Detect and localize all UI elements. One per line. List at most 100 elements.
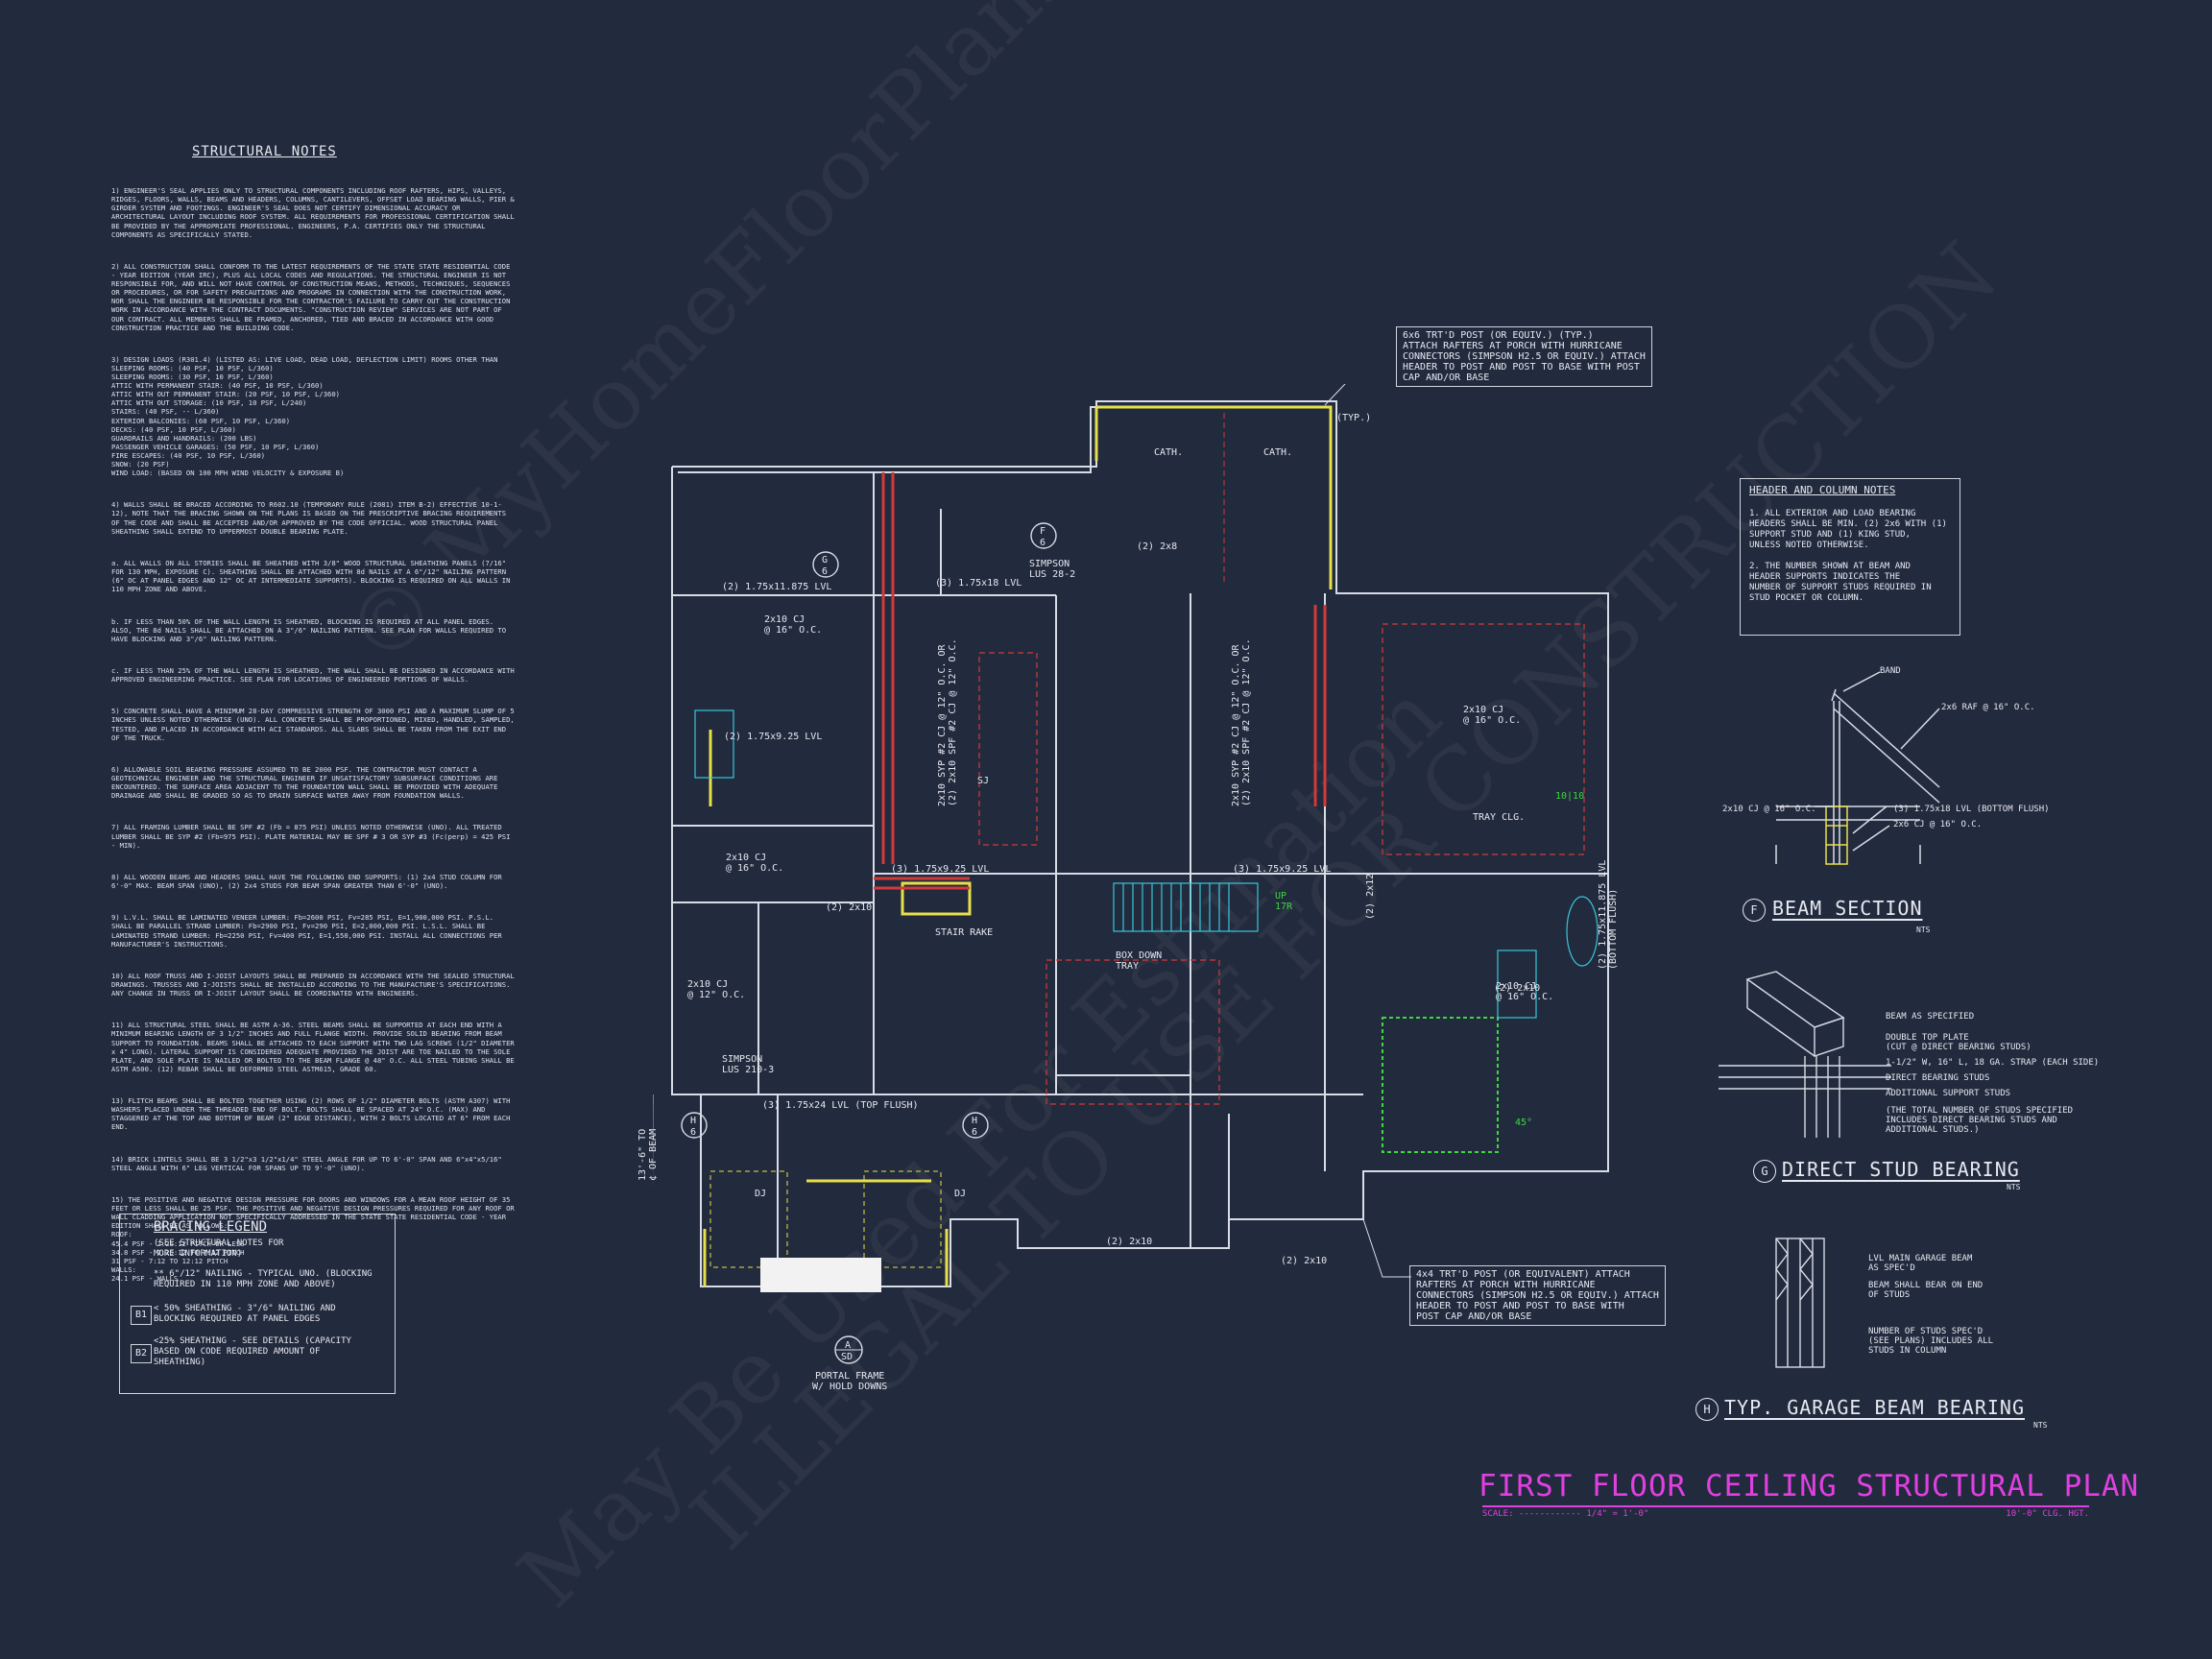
plan-label-lvl: (2) 1.75x9.25 LVL xyxy=(724,732,823,742)
garage-beam-bearing-title: TYP. GARAGE BEAM BEARING xyxy=(1724,1396,2025,1419)
structural-note: c. IF LESS THAN 25% OF THE WALL LENGTH I… xyxy=(111,665,519,685)
plan-label-cj-vertical: 2x10 SYP #2 CJ @ 12" O.C. OR (2) 2x10 SP… xyxy=(937,638,958,806)
plan-label-lvl: (2) 1.75x11.875 LVL xyxy=(722,582,832,592)
plan-label-2x10: (2) 2x10 xyxy=(1106,1237,1153,1247)
structural-note: b. IF LESS THAN 50% OF THE WALL LENGTH I… xyxy=(111,616,511,643)
garage-beam-label: LVL MAIN GARAGE BEAM AS SPEC'D xyxy=(1868,1254,1973,1273)
direct-stud-label: BEAM AS SPECIFIED xyxy=(1886,1012,1975,1022)
bracing-b1-text: < 50% SHEATHING - 3"/6" NAILING AND BLOC… xyxy=(154,1304,336,1324)
nts-label: NTS xyxy=(2033,1421,2048,1430)
garage-beam-label: BEAM SHALL BEAR ON END OF STUDS xyxy=(1868,1281,1984,1300)
plan-label-lvl: (3) 1.75x9.25 LVL xyxy=(1233,864,1332,875)
direct-stud-bearing-title: DIRECT STUD BEARING xyxy=(1782,1158,2020,1181)
structural-note: 7) ALL FRAMING LUMBER SHALL BE SPF #2 (F… xyxy=(111,823,515,850)
plan-label-cj: 2x10 CJ @ 16" O.C. xyxy=(764,614,823,636)
plan-label-cj: 2x10 CJ @ 12" O.C. xyxy=(687,979,746,1000)
structural-note: 3) DESIGN LOADS (R301.4) (LISTED AS: LIV… xyxy=(111,354,498,478)
plan-tag-g-sub: 6 xyxy=(822,566,829,577)
post-callout-bottom: 4x4 TRT'D POST (OR EQUIVALENT) ATTACH RA… xyxy=(1409,1265,1666,1326)
post-callout-top: 6x6 TRT'D POST (OR EQUIV.) (TYP.) ATTACH… xyxy=(1396,326,1652,387)
plan-label-lvl: (3) 1.75x18 LVL xyxy=(935,578,1022,589)
structural-note: 9) L.V.L. SHALL BE LAMINATED VENEER LUMB… xyxy=(111,913,507,949)
structural-note: 4) WALLS SHALL BE BRACED ACCORDING TO R6… xyxy=(111,500,511,536)
plan-label-10: 10|10 xyxy=(1555,791,1585,802)
detail-tag-h: H xyxy=(1695,1398,1719,1421)
plan-label-dj: DJ xyxy=(954,1189,967,1199)
structural-note: 14) BRICK LINTELS SHALL BE 3 1/2"x3 1/2"… xyxy=(111,1154,507,1172)
plan-label-2x10: (2) 2x10 xyxy=(1494,983,1541,994)
plan-label-lvl: (3) 1.75x9.25 LVL xyxy=(891,864,990,875)
plan-label-simpson: SIMPSON LUS 28-2 xyxy=(1029,559,1076,580)
plan-label-2x10: (2) 2x10 xyxy=(826,902,873,913)
plan-label-2x10: (2) 2x10 xyxy=(1281,1256,1328,1266)
plan-tag-f: F xyxy=(1040,526,1046,537)
detail-tag-f: F xyxy=(1743,899,1766,922)
structural-notes-body: 1) ENGINEER'S SEAL APPLIES ONLY TO STRUC… xyxy=(111,169,515,1306)
structural-note: 6) ALLOWABLE SOIL BEARING PRESSURE ASSUM… xyxy=(111,764,502,801)
structural-note: 1) ENGINEER'S SEAL APPLIES ONLY TO STRUC… xyxy=(111,186,519,239)
direct-stud-bearing-detail xyxy=(1719,971,1891,1138)
header-column-notes-body: 1. ALL EXTERIOR AND LOAD BEARING HEADERS… xyxy=(1749,509,1947,603)
plan-scale-row: SCALE: ------------ 1/4" = 1'-0" 10'-0" … xyxy=(1482,1505,2089,1519)
nts-label: NTS xyxy=(1916,926,1931,934)
garage-beam-label: NUMBER OF STUDS SPEC'D (SEE PLANS) INCLU… xyxy=(1868,1327,1994,1356)
structural-notes-title: STRUCTURAL NOTES xyxy=(192,144,337,159)
plan-label-sj: SJ xyxy=(977,776,990,786)
plan-label-tray: TRAY CLG. xyxy=(1473,812,1526,823)
detail-tag-g: G xyxy=(1753,1160,1776,1183)
header-column-notes-title: HEADER AND COLUMN NOTES xyxy=(1749,484,1896,496)
plan-label-dj: DJ xyxy=(755,1189,767,1199)
plan-tag-a: A xyxy=(845,1340,852,1351)
plan-label-cj: 2x10 CJ @ 16" O.C. xyxy=(726,853,784,874)
beam-section-label: 2x6 RAF @ 16" O.C. xyxy=(1941,703,2035,712)
plan-label-angle: 45° xyxy=(1515,1118,1533,1128)
structural-note: 15) THE POSITIVE AND NEGATIVE DESIGN PRE… xyxy=(111,1195,515,1283)
plan-label-2x12: (2) 2x12 xyxy=(1365,873,1376,920)
plan-label-cj: 2x10 CJ @ 16" O.C. xyxy=(1496,981,1554,1002)
header-column-notes-box xyxy=(1740,478,1960,636)
bracing-b2-tag: B2 xyxy=(131,1344,152,1363)
direct-stud-label: 1-1/2" W, 16" L, 18 GA. STRAP (EACH SIDE… xyxy=(1886,1058,2100,1068)
beam-section-title: BEAM SECTION xyxy=(1772,897,1923,920)
plan-scale: SCALE: ------------ 1/4" = 1'-0" xyxy=(1482,1509,1649,1519)
bracing-legend-title: BRACING LEGEND xyxy=(154,1219,268,1235)
plan-tag-h-sub: 6 xyxy=(972,1127,978,1138)
plan-tag-h: H xyxy=(972,1116,978,1126)
plan-label-cj-vertical: 2x10 SYP #2 CJ @ 12" O.C. OR (2) 2x10 SP… xyxy=(1231,638,1252,806)
structural-note: 8) ALL WOODEN BEAMS AND HEADERS SHALL HA… xyxy=(111,872,507,891)
plan-title: FIRST FLOOR CEILING STRUCTURAL PLAN xyxy=(1479,1469,2140,1503)
direct-stud-label: (THE TOTAL NUMBER OF STUDS SPECIFIED INC… xyxy=(1886,1106,2074,1135)
plan-label-cath: CATH. xyxy=(1263,447,1293,458)
structural-note: 5) CONCRETE SHALL HAVE A MINIMUM 28-DAY … xyxy=(111,707,519,742)
plan-label-portal: PORTAL FRAME W/ HOLD DOWNS xyxy=(812,1371,888,1392)
plan-tag-a-sub: SD xyxy=(841,1352,854,1362)
plan-label-2x8: (2) 2x8 xyxy=(1137,541,1178,552)
structural-note: 13) FLITCH BEAMS SHALL BE BOLTED TOGETHE… xyxy=(111,1096,515,1132)
plan-label-garage-height: 13'-6" TO ¢ OF BEAM xyxy=(637,1128,659,1181)
bracing-legend-box xyxy=(119,1214,396,1394)
structural-note: 10) ALL ROOF TRUSS AND I-JOIST LAYOUTS S… xyxy=(111,971,519,998)
bracing-legend-row: ** 6"/12" NAILING - TYPICAL UNO. (BLOCKI… xyxy=(154,1269,373,1289)
plan-label-stair-rake: STAIR RAKE xyxy=(935,927,994,938)
bracing-legend-subtitle: (SEE STRUCTURAL NOTES FOR MORE INFORMATI… xyxy=(154,1238,284,1259)
direct-stud-label: DIRECT BEARING STUDS xyxy=(1886,1073,1990,1083)
floor-plan xyxy=(653,384,1609,1364)
plan-tag-f-sub: 6 xyxy=(1040,538,1046,548)
bracing-b1-tag: B1 xyxy=(131,1306,152,1325)
structural-note: 11) ALL STRUCTURAL STEEL SHALL BE ASTM A… xyxy=(111,1021,519,1073)
beam-section-label: 2x6 CJ @ 16" O.C. xyxy=(1893,820,1983,830)
direct-stud-label: ADDITIONAL SUPPORT STUDS xyxy=(1886,1089,2011,1098)
beam-section-label: BAND xyxy=(1880,666,1901,676)
plan-label-cath: CATH. xyxy=(1154,447,1184,458)
plan-label-cj: 2x10 CJ @ 16" O.C. xyxy=(1463,705,1522,726)
plan-label-bottom-flush: (2) 1.75x11.875 LVL (BOTTOM FLUSH) xyxy=(1598,859,1619,970)
beam-section-label: 2x10 CJ @ 16" O.C. xyxy=(1722,805,1816,814)
structural-note: a. ALL WALLS ON ALL STORIES SHALL BE SHE… xyxy=(111,558,515,594)
ceiling-height: 10'-0" CLG. HGT. xyxy=(2006,1509,2089,1519)
plan-tag-h: H xyxy=(690,1116,697,1126)
plan-label-lvl: (3) 1.75x24 LVL (TOP FLUSH) xyxy=(762,1100,919,1111)
beam-section-detail xyxy=(1775,671,1940,865)
plan-label-up: UP 17R xyxy=(1275,891,1293,912)
nts-label: NTS xyxy=(2007,1183,2021,1191)
